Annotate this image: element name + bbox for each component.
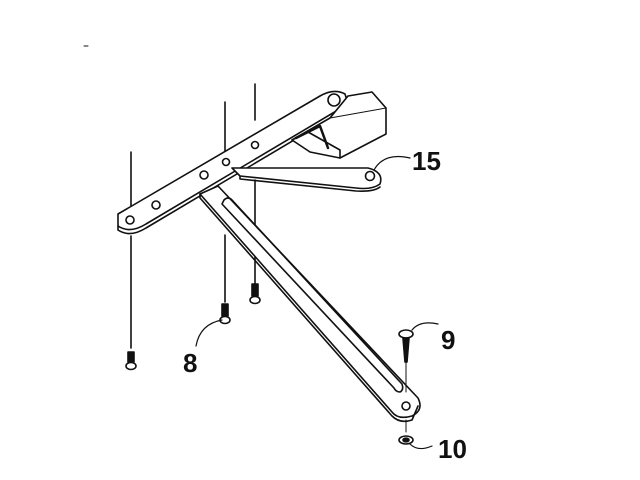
pivot-arm xyxy=(231,167,382,192)
plate-hole-1 xyxy=(125,215,135,225)
plate-hole-5 xyxy=(250,140,260,150)
leader-9 xyxy=(411,322,439,331)
plate-hole-2 xyxy=(151,200,161,210)
plate-hole-3 xyxy=(199,170,209,180)
screw-9 xyxy=(398,329,414,393)
callout-10: 10 xyxy=(438,434,467,464)
washer-10 xyxy=(398,419,414,445)
slide-block xyxy=(291,91,387,159)
plate-hole-4 xyxy=(221,157,231,167)
screw-8-right xyxy=(249,283,261,305)
callout-15: 15 xyxy=(412,146,441,176)
stay-arm-end-hole xyxy=(401,401,411,411)
stay-arm xyxy=(199,185,421,423)
pivot-rivet xyxy=(327,93,341,107)
leader-8 xyxy=(195,319,223,347)
callout-8: 8 xyxy=(183,348,198,378)
callout-9: 9 xyxy=(441,325,456,355)
leader-10 xyxy=(409,443,433,450)
screw-8-left xyxy=(125,351,137,371)
pivot-arm-hole xyxy=(364,170,376,182)
leader-15 xyxy=(373,155,411,171)
